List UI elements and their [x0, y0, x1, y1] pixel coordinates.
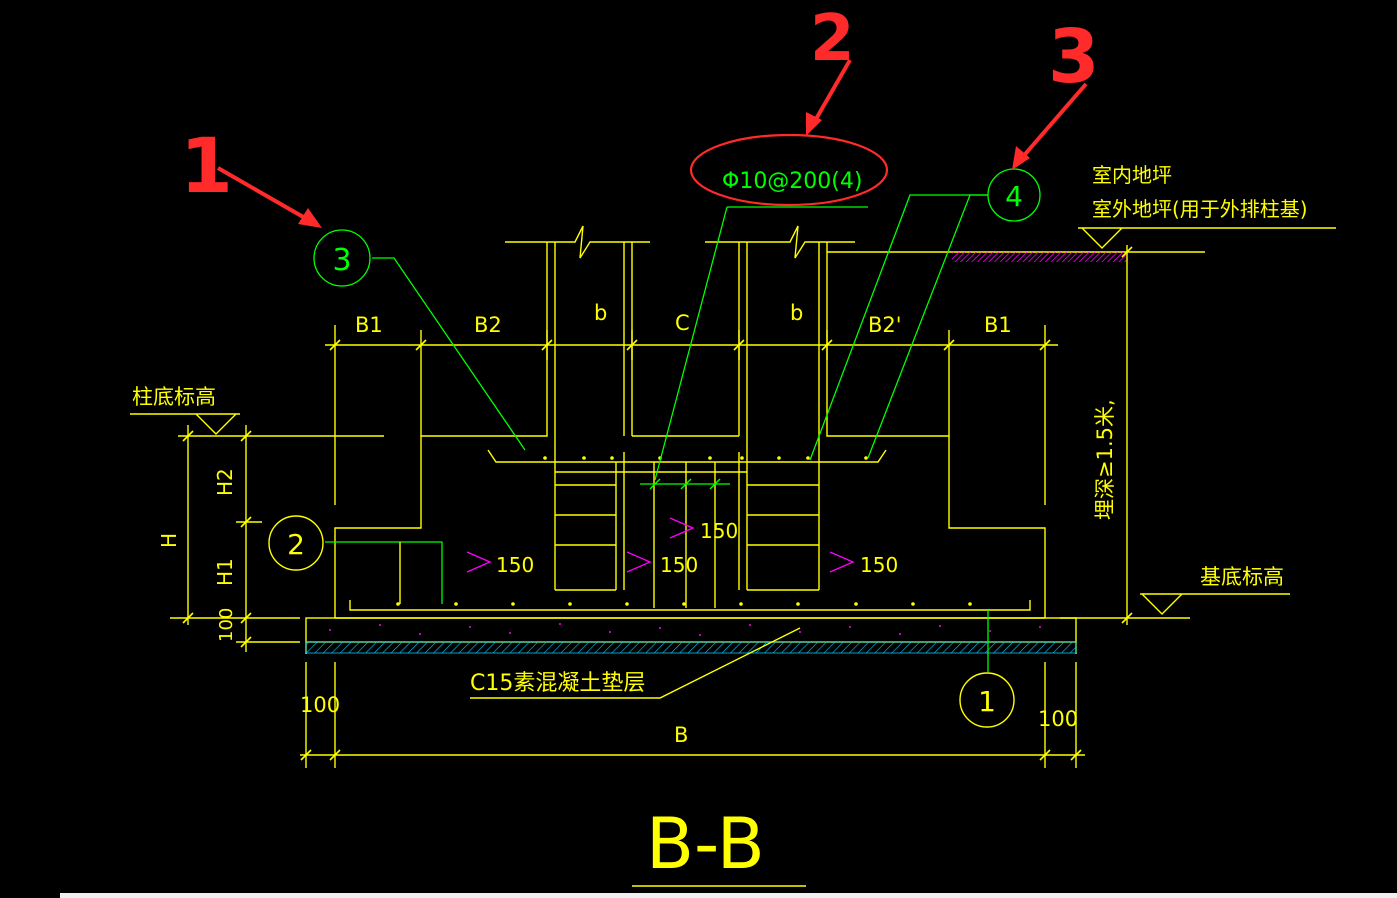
window-bottom-edge	[60, 893, 1397, 898]
label-slope-150-c: 150	[700, 519, 738, 543]
label-indoor-floor: 室内地坪	[1092, 163, 1172, 187]
label-h: H	[157, 533, 181, 548]
dimension-labels: B1 B2 b C b B2' B1 B 100 100 100 H H1 H2…	[132, 163, 1308, 887]
rebar-dots	[396, 456, 972, 606]
leaders	[325, 194, 989, 672]
label-100-left: 100	[300, 693, 340, 717]
stirrups-right	[747, 484, 819, 591]
label-b1-left: B1	[355, 313, 383, 337]
label-b-right: b	[790, 301, 803, 325]
callout-marker-2: 2	[268, 515, 324, 571]
label-c: C	[675, 311, 690, 335]
annotation-2: 2	[810, 2, 855, 76]
callout-marker-1: 1	[959, 672, 1015, 728]
label-100-vertical: 100	[216, 608, 237, 642]
dimension-lines	[130, 227, 1336, 768]
label-h1: H1	[213, 558, 237, 586]
label-b-left: b	[594, 301, 607, 325]
cushion-speckle	[329, 623, 1041, 636]
label-100-right: 100	[1038, 707, 1078, 731]
label-h2: H2	[213, 468, 237, 496]
stirrups-left	[555, 462, 617, 591]
svg-text:1: 1	[978, 685, 996, 718]
cushion-layer	[305, 252, 1128, 654]
annotation-3: 3	[1048, 14, 1100, 100]
label-base-elev: 基底标高	[1200, 565, 1284, 589]
svg-text:4: 4	[1005, 180, 1023, 213]
label-b2-prime: B2'	[868, 313, 902, 337]
section-title: B-B	[646, 803, 765, 885]
label-slope-150-a: 150	[496, 553, 534, 577]
svg-text:3: 3	[332, 243, 351, 278]
label-embed-depth: 埋深≥1.5米,	[1093, 399, 1117, 520]
label-b-total: B	[674, 723, 688, 747]
label-col-base-elev: 柱底标高	[132, 385, 216, 409]
label-outdoor-floor: 室外地坪(用于外排柱基)	[1092, 197, 1308, 221]
label-b1-right: B1	[984, 313, 1012, 337]
label-b2: B2	[474, 313, 502, 337]
callout-marker-4: 4	[987, 168, 1041, 222]
annotation-1: 1	[180, 121, 233, 210]
red-annotations: 1 2 3	[180, 2, 1100, 228]
rebar-cage	[349, 449, 1031, 611]
callout-marker-3: 3	[313, 229, 371, 287]
label-slope-150-b: 150	[660, 553, 698, 577]
stirrup-spec-label: Φ10@200(4)	[722, 169, 862, 194]
svg-text:2: 2	[287, 528, 305, 561]
label-cushion: C15素混凝土垫层	[470, 671, 645, 696]
label-slope-150-d: 150	[860, 553, 898, 577]
foundation-outline	[334, 225, 1205, 619]
